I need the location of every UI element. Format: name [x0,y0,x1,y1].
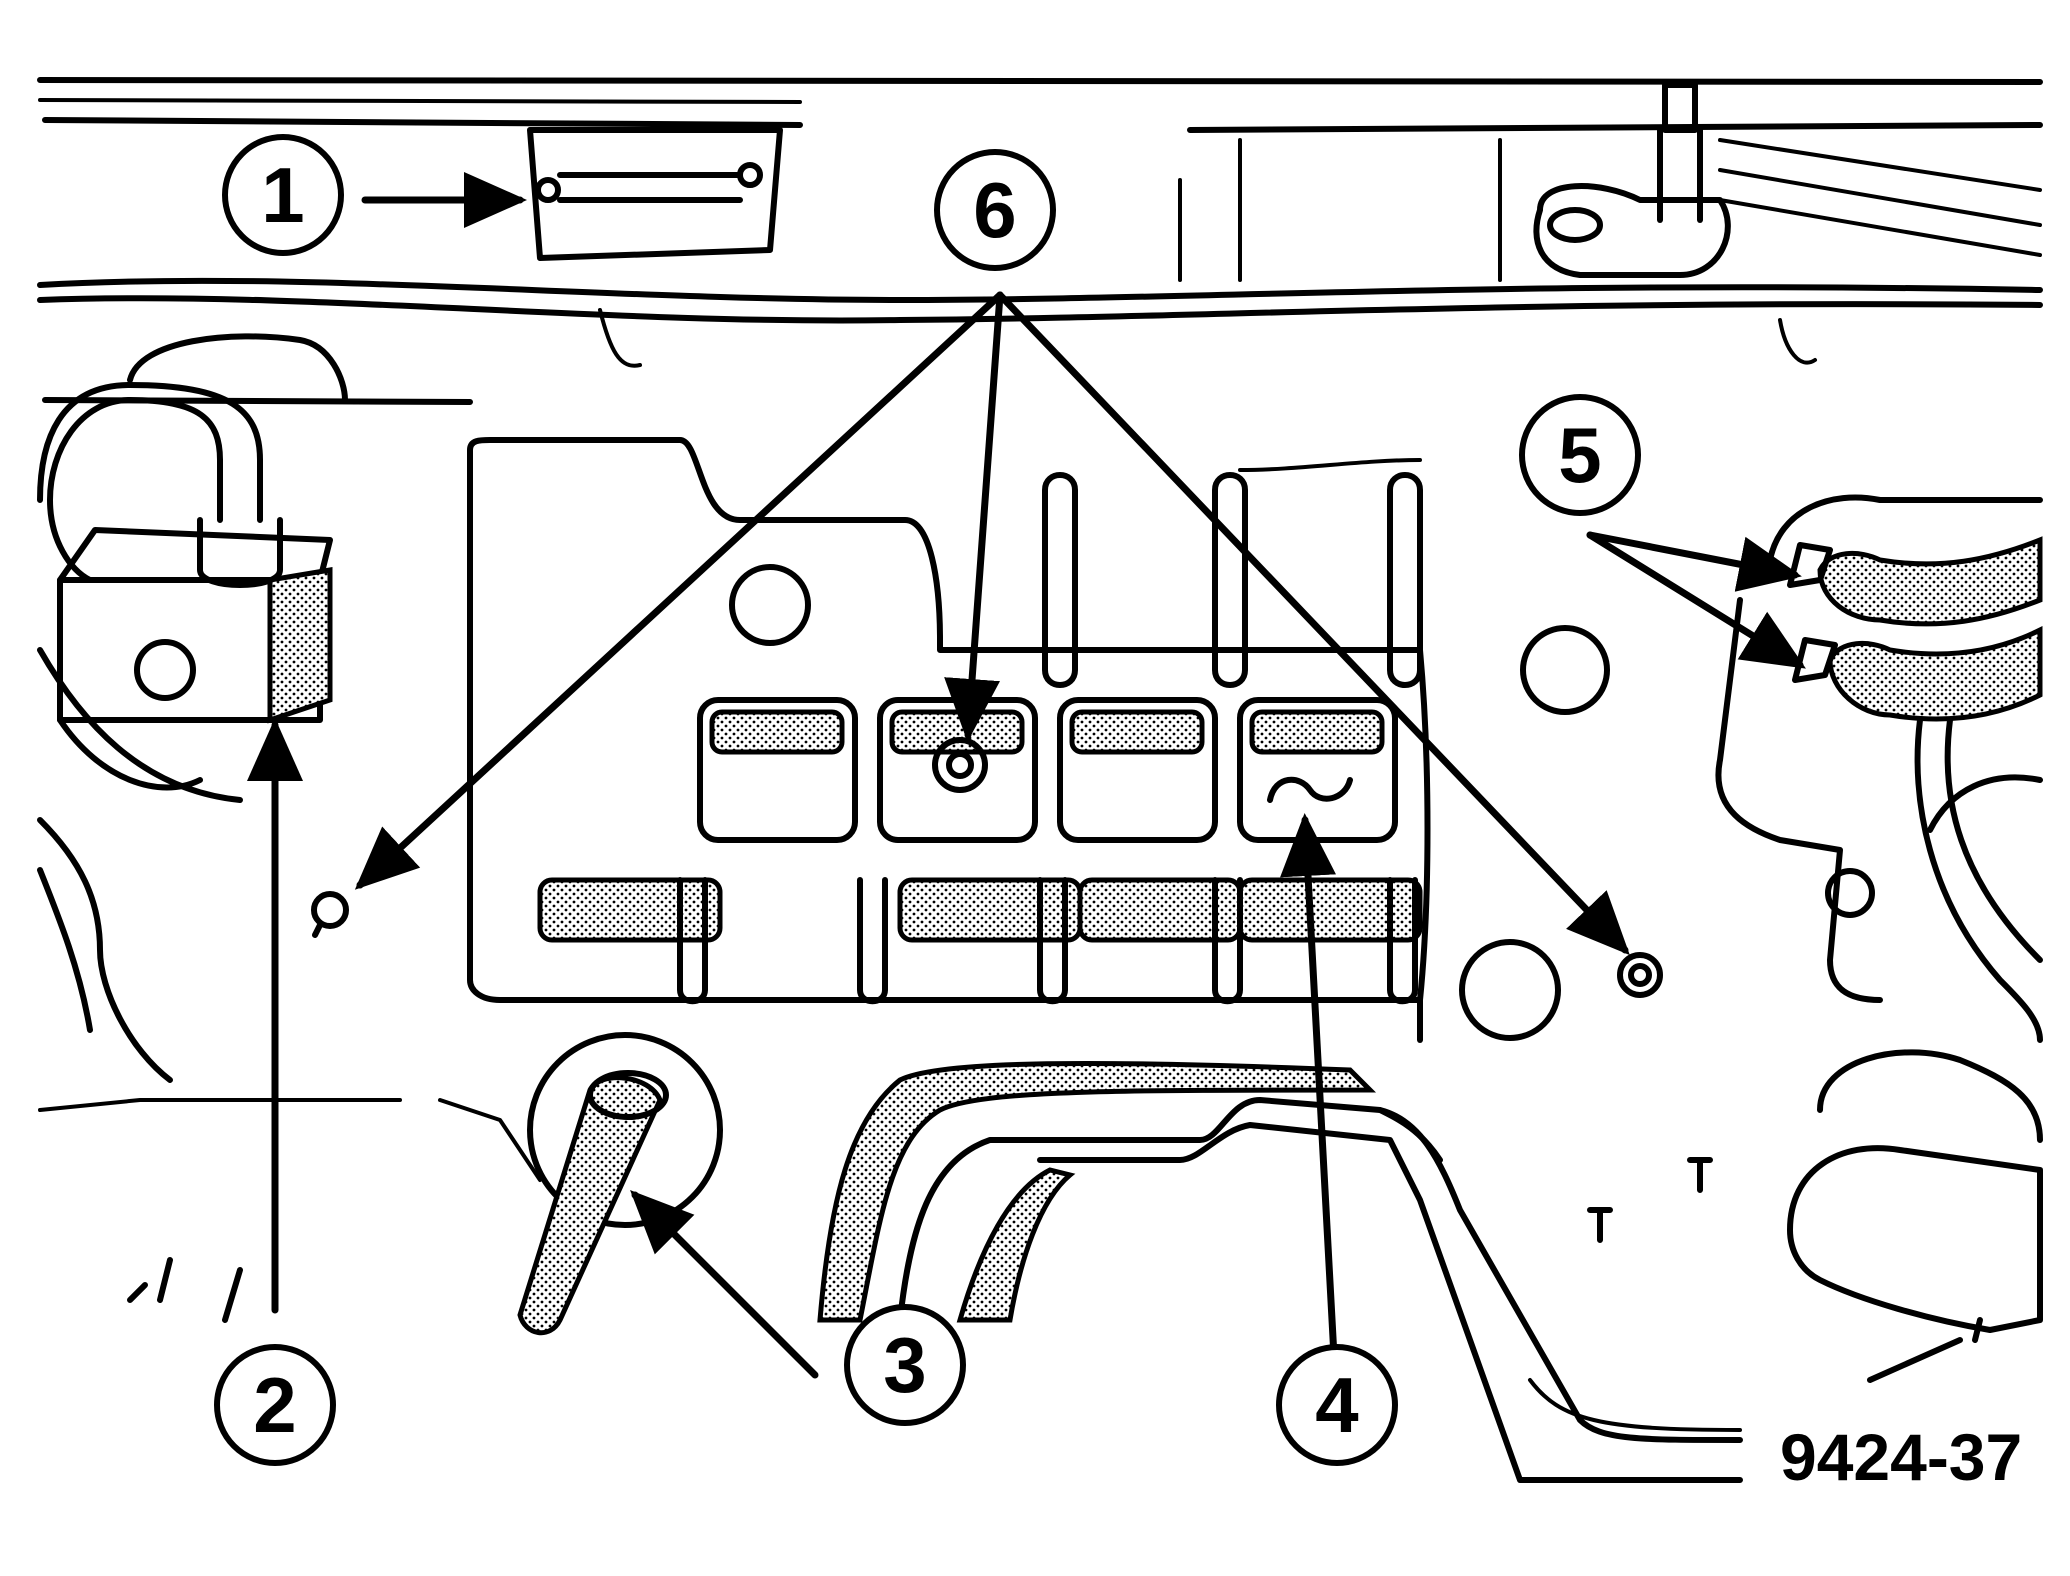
panel-holes [729,564,1875,1041]
wire-clip [1267,776,1353,803]
svg-text:2: 2 [253,1361,296,1449]
left-body [37,397,542,1323]
cowl-bracket [527,127,783,261]
svg-text:6: 6 [973,166,1016,254]
sensor-connector [37,333,348,803]
drain-tube [517,1032,723,1336]
leader-arrows [247,172,1806,1379]
svg-text:4: 4 [1315,1361,1358,1449]
svg-text:3: 3 [883,1321,926,1409]
callout-1: 1 [222,134,344,256]
callout-3: 3 [844,1304,966,1426]
heater-hoses [1715,494,2043,1043]
callout-2: 2 [214,1344,336,1466]
lower-duct [817,1060,1743,1483]
wiper-pivot [1533,82,1731,278]
panel-grid [697,697,1398,843]
figure-id: 9424-37 [1780,1420,2022,1494]
dash-panel [467,437,1431,1043]
panel-fins [1042,472,1423,688]
callout-5: 5 [1519,394,1641,516]
svg-text:1: 1 [261,151,304,239]
svg-text:5: 5 [1558,411,1601,499]
callout-6: 6 [934,149,1056,271]
cowl-top [37,77,2043,368]
right-canister [1587,1049,2043,1383]
callout-4: 4 [1276,1344,1398,1466]
panel-lower-ribs [537,877,1423,1005]
